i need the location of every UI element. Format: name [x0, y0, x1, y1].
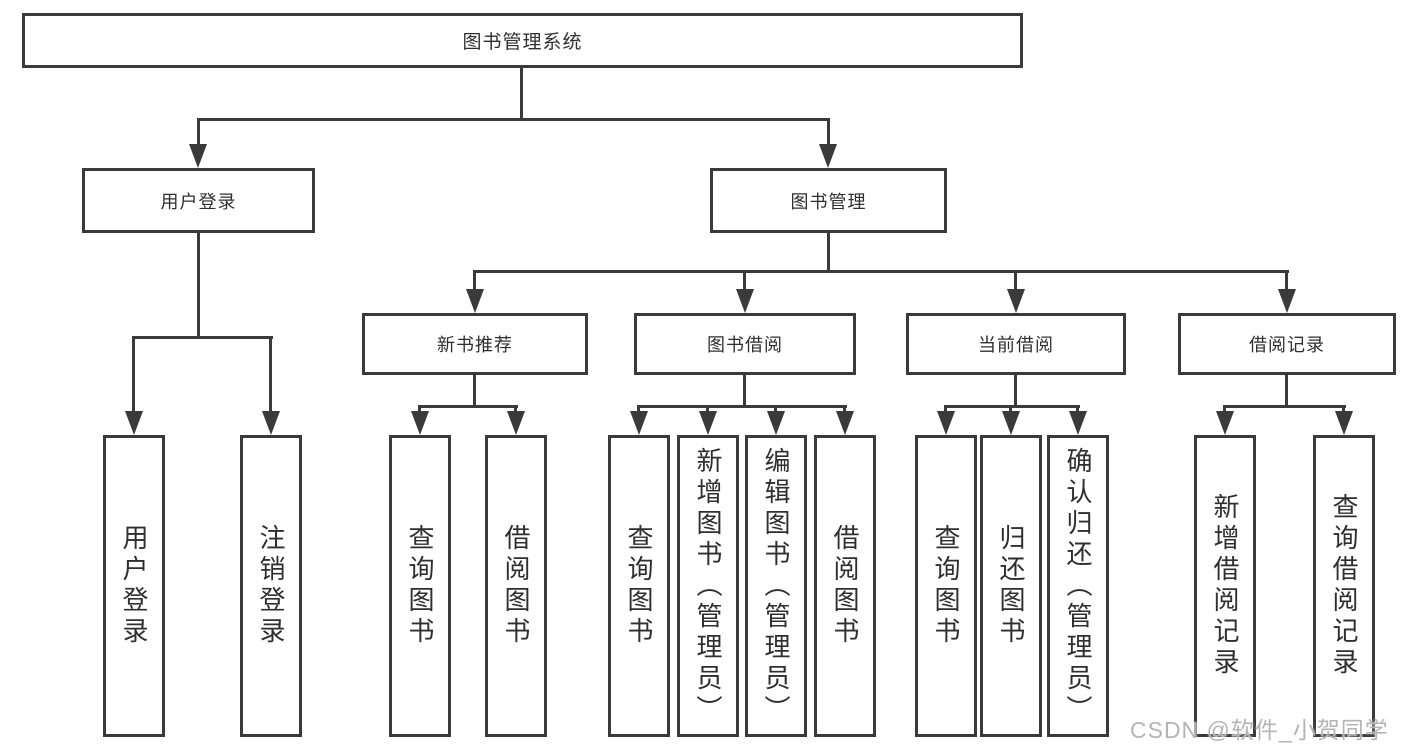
node-book-mgmt: 图书管理	[710, 168, 947, 233]
node-user-login: 用户登录	[82, 168, 315, 233]
node-book-mgmt-label: 图书管理	[790, 191, 867, 212]
connector-user-login-bar	[132, 336, 273, 339]
connector-book-borrow-stem	[743, 270, 746, 289]
connector-leaf-user-login-stem	[132, 336, 135, 411]
leaf-user-login: 用户登录	[103, 435, 165, 737]
arrowhead-leaf-bb-add	[699, 411, 717, 435]
node-borrow-records-label: 借阅记录	[1249, 335, 1325, 355]
leaf-nb-borrow-books-label: 借阅图书	[501, 524, 531, 648]
leaf-cb-query-books-label: 查询图书	[931, 524, 961, 648]
connector-leaf-bb-borrow-stem	[843, 405, 846, 411]
node-user-login-label: 用户登录	[160, 191, 237, 212]
leaf-bb-borrow-books-label: 借阅图书	[830, 524, 860, 648]
arrowhead-leaf-bb-query	[630, 411, 648, 435]
leaf-logout-label: 注销登录	[256, 524, 286, 648]
arrowhead-leaf-cb-return	[1002, 411, 1020, 435]
arrowhead-leaf-nb-borrow	[507, 411, 525, 435]
arrowhead-user-login	[189, 144, 207, 168]
leaf-nb-borrow-books: 借阅图书	[485, 435, 547, 737]
connector-user-login-stem	[197, 118, 200, 146]
connector-leaf-cb-confirm-stem	[1076, 405, 1079, 411]
leaf-user-login-label: 用户登录	[119, 524, 149, 648]
arrowhead-leaf-bb-borrow	[836, 411, 854, 435]
node-root: 图书管理系统	[22, 13, 1023, 68]
arrowhead-leaf-br-query	[1335, 411, 1353, 435]
leaf-cb-return-books-label: 归还图书	[996, 524, 1026, 648]
leaf-cb-confirm-return-admin-label: 确认归还（管理员）	[1063, 446, 1093, 726]
node-new-books: 新书推荐	[362, 313, 588, 375]
node-book-borrow-label: 图书借阅	[707, 335, 783, 355]
connector-leaf-br-add-stem	[1223, 405, 1226, 411]
connector-current-borrow-drop	[1014, 375, 1017, 405]
leaf-bb-edit-books-admin: 编辑图书（管理员）	[745, 435, 807, 737]
leaf-nb-query-books-label: 查询图书	[405, 524, 435, 648]
connector-user-login-drop	[197, 233, 200, 336]
connector-current-borrow-bar	[944, 405, 1080, 408]
arrowhead-new-books	[466, 289, 484, 313]
node-new-books-label: 新书推荐	[437, 335, 513, 355]
connector-leaf-bb-add-stem	[706, 405, 709, 411]
arrowhead-book-mgmt	[819, 144, 837, 168]
node-current-borrow-label: 当前借阅	[978, 335, 1054, 355]
node-borrow-records: 借阅记录	[1178, 313, 1396, 375]
leaf-bb-borrow-books: 借阅图书	[814, 435, 876, 737]
connector-leaf-logout-stem	[269, 336, 272, 411]
connector-leaf-bb-query-stem	[637, 405, 640, 411]
leaf-cb-query-books: 查询图书	[915, 435, 977, 737]
connector-borrow-records-drop	[1285, 375, 1288, 405]
connector-book-borrow-drop	[743, 375, 746, 405]
connector-leaf-br-query-stem	[1342, 405, 1345, 411]
connector-current-borrow-stem	[1014, 270, 1017, 289]
connector-new-books-stem	[473, 270, 476, 289]
connector-leaf-bb-edit-stem	[774, 405, 777, 411]
leaf-br-add-record: 新增借阅记录	[1194, 435, 1256, 737]
arrowhead-leaf-bb-edit	[767, 411, 785, 435]
leaf-bb-query-books: 查询图书	[608, 435, 670, 737]
arrowhead-borrow-records	[1278, 289, 1296, 313]
connector-level3-bar	[473, 270, 1289, 273]
arrowhead-leaf-cb-query	[937, 411, 955, 435]
leaf-logout: 注销登录	[240, 435, 302, 737]
connector-leaf-cb-query-stem	[944, 405, 947, 411]
leaf-bb-query-books-label: 查询图书	[624, 524, 654, 648]
leaf-bb-add-books-admin-label: 新增图书（管理员）	[693, 446, 723, 726]
leaf-br-query-record-label: 查询借阅记录	[1329, 493, 1359, 679]
arrowhead-leaf-logout	[262, 411, 280, 435]
connector-borrow-records-bar	[1223, 405, 1346, 408]
arrowhead-leaf-nb-query	[411, 411, 429, 435]
node-root-label: 图书管理系统	[462, 32, 583, 53]
connector-book-mgmt-drop	[827, 233, 830, 270]
leaf-br-query-record: 查询借阅记录	[1313, 435, 1375, 737]
connector-book-mgmt-stem	[827, 118, 830, 146]
node-current-borrow: 当前借阅	[906, 313, 1126, 375]
arrowhead-leaf-br-add	[1216, 411, 1234, 435]
connector-leaf-cb-return-stem	[1009, 405, 1012, 411]
leaf-bb-add-books-admin: 新增图书（管理员）	[677, 435, 739, 737]
connector-level2-bar	[197, 118, 830, 121]
leaf-cb-return-books: 归还图书	[980, 435, 1042, 737]
arrowhead-leaf-user-login	[125, 411, 143, 435]
arrowhead-book-borrow	[736, 289, 754, 313]
leaf-cb-confirm-return-admin: 确认归还（管理员）	[1047, 435, 1109, 737]
connector-leaf-nb-borrow-stem	[514, 405, 517, 411]
csdn-watermark: CSDN @软件_小贺同学	[1130, 717, 1389, 743]
leaf-bb-edit-books-admin-label: 编辑图书（管理员）	[761, 446, 791, 726]
arrowhead-leaf-cb-confirm	[1069, 411, 1087, 435]
connector-borrow-records-stem	[1285, 270, 1288, 289]
leaf-nb-query-books: 查询图书	[389, 435, 451, 737]
connector-root-drop	[520, 68, 523, 118]
arrowhead-current-borrow	[1007, 289, 1025, 313]
connector-book-borrow-bar	[637, 405, 847, 408]
leaf-br-add-record-label: 新增借阅记录	[1210, 493, 1240, 679]
connector-new-books-bar	[418, 405, 518, 408]
connector-new-books-drop	[473, 375, 476, 405]
connector-leaf-nb-query-stem	[418, 405, 421, 411]
node-book-borrow: 图书借阅	[634, 313, 856, 375]
